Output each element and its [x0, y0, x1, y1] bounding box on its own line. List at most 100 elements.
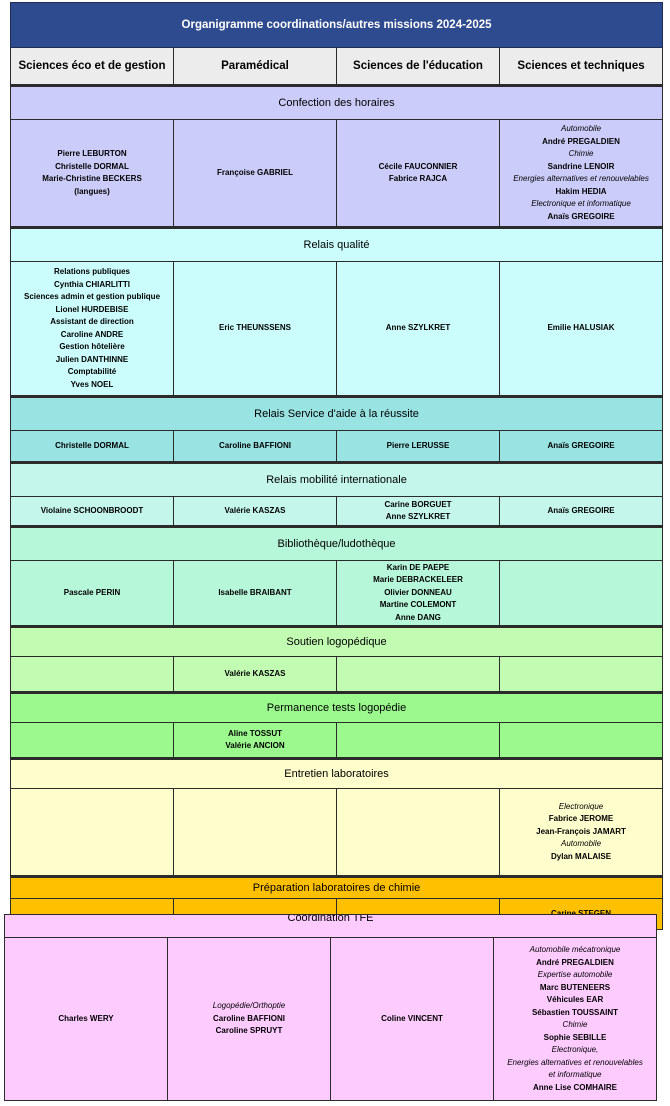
person-entry: Aline TOSSUT: [227, 728, 283, 738]
person-entry: Anaïs GREGOIRE: [547, 211, 615, 221]
person-entry: Sandrine LENOIR: [547, 161, 615, 171]
person-entry: Carine STEGEN: [551, 908, 612, 918]
person-entry: Energies alternatives et renouvelables: [507, 1057, 643, 1067]
person-entry: et informatique: [548, 1070, 602, 1079]
section-cell: [10, 788, 174, 877]
section-cell: Charles WERY: [4, 937, 168, 1101]
section-cell: Valérie KASZAS: [173, 496, 337, 527]
person-entry: André PREGALDIEN: [542, 136, 620, 146]
person-entry: Valérie ANCION: [225, 741, 285, 750]
section-cell: Valérie KASZAS: [173, 656, 337, 693]
section-cell: [498, 722, 664, 759]
section-content-row: Valérie KASZAS: [10, 656, 664, 693]
column-header-paramedical: Paramédical: [173, 47, 337, 86]
section-cell: Pierre LEBURTON Christelle DORMAL Marie-Ch…: [10, 119, 174, 228]
section-title: Relais mobilité internationale: [9, 461, 664, 497]
section-title-row: Relais mobilité internationale: [9, 461, 664, 497]
person-entry: Caroline SPRUYT: [215, 1026, 283, 1036]
person-entry: Anne SZYLKRET: [385, 323, 451, 333]
column-header-sciences-techniques: Sciences et techniques: [498, 47, 664, 86]
person-entry: Sciences admin et gestion publique: [23, 292, 161, 301]
section-content-row: Pierre LEBURTON Christelle DORMAL Marie-Ch…: [10, 119, 664, 228]
section-cell: Emilie HALUSIAK: [498, 261, 664, 397]
person-entry: Comptabilité: [67, 367, 117, 376]
section-title: Permanence tests logopédie: [9, 691, 664, 723]
person-entry: Logopédie/Orthoptie: [212, 1001, 286, 1011]
person-entry: Anaïs GREGOIRE: [547, 505, 615, 515]
section-cell: Anne SZYLKRET: [336, 261, 500, 397]
person-entry: Fabrice RAJCA: [388, 174, 448, 183]
column-header-row: Sciences éco et de gestion Paramédical S…: [10, 47, 664, 86]
section-title-row: Coordination TFE: [3, 914, 658, 938]
person-entry: Caroline BAFFIONI: [218, 440, 291, 450]
person-entry: Violaine SCHOONBROODT: [40, 505, 144, 515]
section-title-row: Entretien laboratoires: [9, 757, 664, 789]
section-cell: Anaïs GREGOIRE: [498, 430, 664, 463]
person-entry: Pierre LERUSSE: [386, 440, 450, 450]
section-cell: Aline TOSSUT Valérie ANCION: [173, 722, 337, 759]
section-title: Bibliothèque/ludothèque: [9, 525, 664, 561]
person-entry: Yves NOEL: [70, 379, 114, 389]
person-entry: Lionel HURDEBISE: [55, 304, 129, 314]
section-cell: [173, 788, 337, 877]
section-title-row: Préparation laboratoires de chimie: [9, 875, 664, 899]
org-chart-table: Organigramme coordinations/autres missio…: [9, 2, 664, 930]
section-cell: Violaine SCHOONBROODT: [10, 496, 174, 527]
person-entry: Fabrice JEROME: [548, 814, 614, 824]
section-title-row: Relais Service d'aide à la réussite: [9, 395, 664, 431]
section-title: Entretien laboratoires: [9, 757, 664, 789]
section-title: Coordination TFE: [3, 914, 658, 938]
person-entry: Eric THEUNSSENS: [218, 323, 292, 333]
section-cell: Pierre LERUSSE: [336, 430, 500, 463]
person-entry: Julien DANTHINNE: [55, 354, 129, 364]
person-entry: Coline VINCENT: [381, 1013, 443, 1023]
person-entry: Marc BUTENEERS: [539, 982, 611, 992]
person-entry: Christelle DORMAL: [55, 440, 129, 450]
person-entry: Valérie KASZAS: [224, 668, 286, 678]
person-entry: Olivier DONNEAU: [384, 587, 452, 597]
section-content-row: Christelle DORMAL Caroline BAFFIONI Pierre…: [10, 430, 664, 463]
person-entry: Energies alternatives et renouvelables: [513, 174, 649, 183]
section-cell: Eric THEUNSSENS: [173, 261, 337, 397]
person-entry: Automobile mécatronique: [529, 945, 621, 954]
person-entry: Electronique: [558, 801, 604, 811]
person-entry: Automobile: [561, 124, 602, 133]
person-entry: Relations publiques: [53, 267, 130, 276]
section-cell: Christelle DORMAL: [10, 430, 174, 463]
section-cell: [498, 656, 664, 693]
person-entry: Karin DE PAEPE: [386, 562, 450, 572]
person-entry: Marie DEBRACKELEER: [373, 575, 463, 585]
person-entry: Anne DANG: [395, 612, 441, 622]
person-entry: (langues): [74, 186, 110, 196]
section-cell: Karin DE PAEPE Marie DEBRACKELEER Olivier …: [336, 560, 500, 627]
person-entry: Jean-François JAMART: [536, 826, 626, 836]
column-header-eco-gestion: Sciences éco et de gestion: [10, 47, 174, 86]
section-cell: Pascale PERIN: [10, 560, 174, 627]
section-title: Relais Service d'aide à la réussite: [9, 395, 664, 431]
person-entry: Pierre LEBURTON: [57, 149, 127, 158]
person-entry: Pascale PERIN: [63, 587, 121, 597]
org-chart: Organigramme coordinations/autres missio…: [9, 2, 664, 930]
person-entry: Martine COLEMONT: [379, 600, 457, 610]
person-entry: Christelle DORMAL: [55, 161, 129, 171]
person-entry: Gestion hôtelière: [59, 342, 125, 351]
section-cell: [10, 722, 174, 759]
section-title-row: Soutien logopédique: [9, 625, 664, 657]
section-cell: Anaïs GREGOIRE: [498, 496, 664, 527]
person-entry: Anne Lise COMHAIRE: [533, 1082, 618, 1092]
person-entry: Cynthia CHIARLITTI: [54, 279, 130, 289]
person-entry: Marie-Christine BECKERS: [42, 174, 142, 183]
section-title-row: Relais qualité: [9, 226, 664, 262]
person-entry: André PREGALDIEN: [536, 957, 614, 967]
person-entry: Françoise GABRIEL: [216, 167, 293, 177]
person-entry: Anne SZYLKRET: [385, 512, 451, 521]
section-cell: Coline VINCENT: [330, 937, 494, 1101]
